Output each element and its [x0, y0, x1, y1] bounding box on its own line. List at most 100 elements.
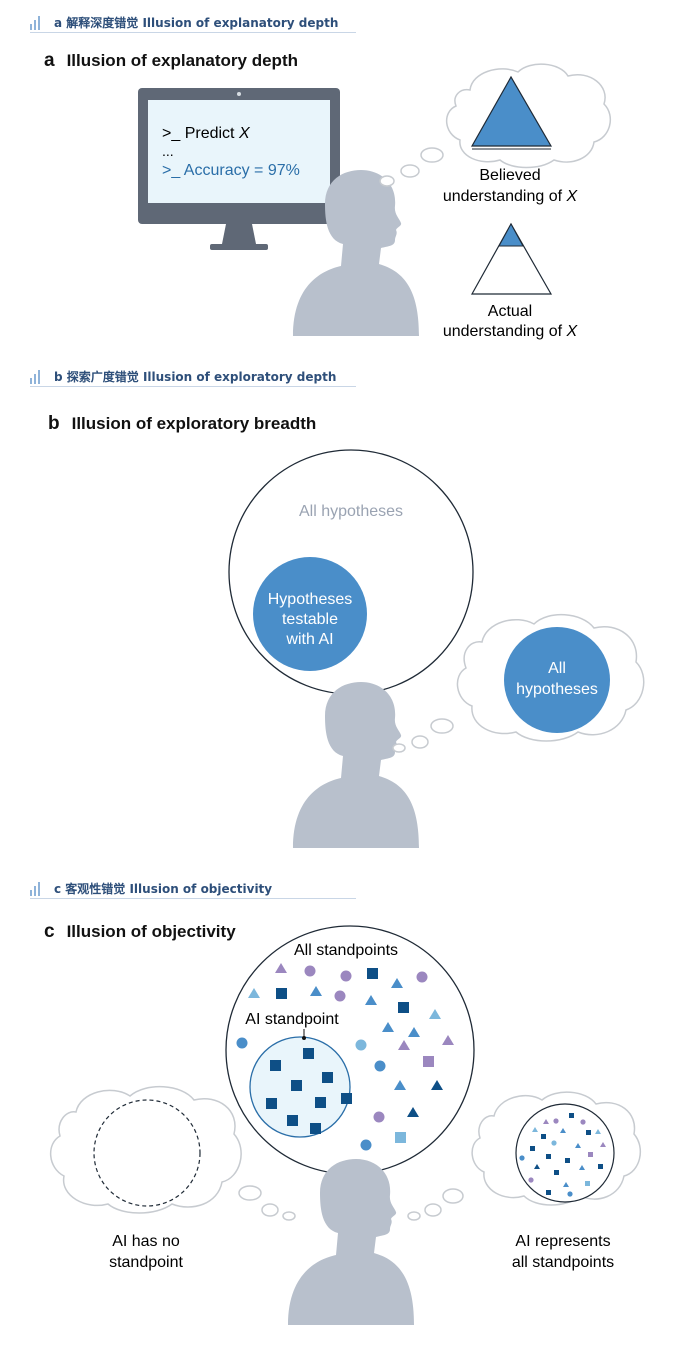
right-label-2: all standpoints	[512, 1254, 614, 1271]
actual-triangle-tip	[498, 222, 524, 247]
believed-label-2: understanding of X	[443, 188, 579, 205]
standpoint-marker	[341, 1093, 352, 1104]
panel-b-title: b Illusion of exploratory breadth	[48, 413, 316, 435]
standpoint-marker	[382, 1022, 394, 1032]
section-header-c-text: c 客观性错觉 Illusion of objectivity	[54, 882, 273, 896]
standpoint-marker	[541, 1134, 546, 1139]
standpoint-marker	[365, 995, 377, 1005]
standpoint-marker	[579, 1165, 585, 1170]
testable-label-1: Hypotheses	[268, 591, 353, 608]
standpoint-marker	[248, 988, 260, 998]
standpoint-marker	[560, 1128, 566, 1133]
monitor-screen	[148, 100, 330, 203]
standpoint-marker	[546, 1190, 551, 1195]
standpoint-marker	[595, 1129, 601, 1134]
standpoint-markers	[236, 963, 454, 1151]
standpoint-marker	[551, 1140, 557, 1146]
panel-b-letter: b	[48, 413, 60, 434]
standpoint-marker	[600, 1142, 606, 1147]
standpoint-marker	[291, 1080, 302, 1091]
left-label-1: AI has no	[112, 1233, 180, 1250]
bars-icon	[30, 16, 40, 30]
standpoint-marker	[391, 978, 403, 988]
testable-label-3: with AI	[285, 631, 333, 648]
standpoint-marker	[310, 986, 322, 996]
thought-all-hypotheses-2: hypotheses	[516, 681, 598, 698]
panel-a-title: a Illusion of explanatory depth	[44, 50, 298, 72]
standpoint-marker	[367, 968, 378, 979]
all-standpoints-label: All standpoints	[294, 942, 398, 959]
standpoint-marker	[598, 1164, 603, 1169]
standpoint-marker	[565, 1158, 570, 1163]
standpoint-marker	[394, 1080, 406, 1090]
section-header-a: a 解释深度错觉 Illusion of explanatory depth	[30, 12, 356, 33]
standpoint-marker	[303, 1048, 314, 1059]
believed-label-1: Believed	[479, 167, 540, 184]
standpoint-marker	[546, 1154, 551, 1159]
standpoint-marker	[416, 971, 428, 983]
standpoint-marker	[569, 1113, 574, 1118]
standpoint-marker	[374, 1060, 386, 1072]
standpoint-marker	[567, 1191, 573, 1197]
all-hypotheses-label: All hypotheses	[299, 503, 403, 520]
testable-hypotheses-circle	[253, 557, 367, 671]
thought-bubble-c-left	[50, 1085, 296, 1221]
standpoint-marker	[398, 1002, 409, 1013]
standpoint-marker	[442, 1035, 454, 1045]
panel-a-letter: a	[44, 50, 55, 71]
standpoint-marker	[340, 970, 352, 982]
thought-all-hypotheses-1: All	[548, 660, 566, 677]
standpoint-marker	[266, 1098, 277, 1109]
believed-triangle	[470, 75, 553, 147]
all-hypotheses-circle	[228, 449, 474, 695]
right-label-1: AI represents	[515, 1233, 610, 1250]
standpoint-marker	[532, 1127, 538, 1132]
standpoint-marker	[407, 1107, 419, 1117]
section-header-b-text: b 探索广度错觉 Illusion of exploratory depth	[54, 370, 337, 384]
standpoint-marker	[322, 1072, 333, 1083]
bars-icon	[30, 882, 40, 896]
section-header-a-text: a 解释深度错觉 Illusion of explanatory depth	[54, 16, 339, 30]
standpoint-marker	[585, 1181, 590, 1186]
screen-line-accuracy: >_ Accuracy = 97%	[162, 162, 300, 179]
panel-c-letter: c	[44, 921, 55, 942]
panel-c-title-text: Illusion of objectivity	[66, 922, 236, 941]
standpoint-marker	[408, 1027, 420, 1037]
standpoint-marker	[275, 963, 287, 973]
mini-standpoint-markers	[519, 1113, 606, 1197]
standpoint-marker	[310, 1123, 321, 1134]
standpoint-marker	[236, 1037, 248, 1049]
standpoint-marker	[534, 1164, 540, 1169]
standpoint-marker	[580, 1119, 586, 1125]
actual-triangle	[470, 222, 553, 295]
standpoint-marker	[423, 1056, 434, 1067]
section-header-b: b 探索广度错觉 Illusion of exploratory depth	[30, 366, 356, 387]
person-b	[293, 682, 419, 848]
left-label-2: standpoint	[109, 1254, 183, 1271]
standpoint-marker	[586, 1130, 591, 1135]
bars-icon	[30, 370, 40, 384]
standpoint-marker	[276, 988, 287, 999]
standpoint-marker	[355, 1039, 367, 1051]
standpoint-marker	[563, 1182, 569, 1187]
standpoint-marker	[287, 1115, 298, 1126]
standpoint-marker	[575, 1143, 581, 1148]
standpoint-marker	[315, 1097, 326, 1108]
all-standpoints-circle	[225, 925, 475, 1175]
standpoint-marker	[395, 1132, 406, 1143]
standpoint-marker	[588, 1152, 593, 1157]
no-standpoint-dashed-circle	[93, 1099, 201, 1207]
screen-line-predict: >_ Predict X	[162, 125, 251, 142]
standpoint-marker	[398, 1040, 410, 1050]
ai-standpoint-label: AI standpoint	[245, 1011, 339, 1028]
represents-all-circle	[515, 1103, 615, 1203]
standpoint-marker	[530, 1146, 535, 1151]
panel-a-title-text: Illusion of explanatory depth	[66, 51, 298, 70]
standpoint-marker	[304, 965, 316, 977]
panel-b-title-text: Illusion of exploratory breadth	[71, 414, 317, 433]
standpoint-marker	[373, 1111, 385, 1123]
standpoint-marker	[528, 1177, 534, 1183]
actual-label-1: Actual	[488, 303, 532, 320]
standpoint-marker	[553, 1118, 559, 1124]
